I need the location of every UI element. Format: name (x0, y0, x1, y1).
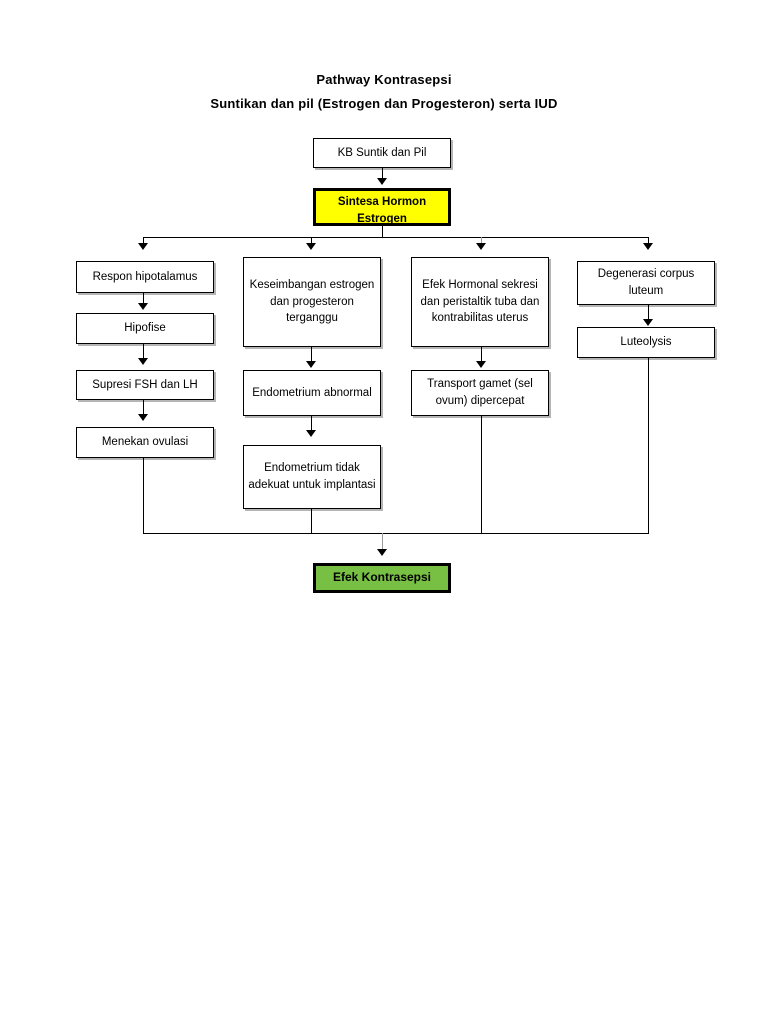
node-efek-hormonal-sekresi[interactable]: Efek Hormonal sekresi dan peristaltik tu… (411, 257, 549, 347)
merge-bar (143, 533, 649, 534)
connector-hipofise-to-supresi (143, 344, 144, 362)
connector-merge-to-outcome (382, 533, 383, 552)
page-title: Pathway Kontrasepsi (316, 72, 452, 87)
arrowhead-distribution-col2 (306, 243, 316, 250)
node-hipofise[interactable]: Hipofise (76, 313, 214, 344)
connector-efek-hormonal-to-transport-gamet (481, 347, 482, 365)
node-endometrium-tidak-adekuat[interactable]: Endometrium tidak adekuat untuk implanta… (243, 445, 381, 509)
node-keseimbangan-hormon-terganggu[interactable]: Keseimbangan estrogen dan progesteron te… (243, 257, 381, 347)
node-efek-kontrasepsi[interactable]: Efek Kontrasepsi (313, 563, 451, 593)
connector-keseimbangan-to-endometrium-abnormal (311, 347, 312, 365)
arrowhead-supresi-to-menekan (138, 414, 148, 421)
node-sintesa-hormon-line-2: Estrogen (357, 212, 407, 225)
connector-col4-to-merge (648, 358, 649, 534)
node-menekan-ovulasi[interactable]: Menekan ovulasi (76, 427, 214, 458)
arrowhead-distribution-col4 (643, 243, 653, 250)
connector-degenerasi-to-luteolysis (648, 305, 649, 323)
connector-supresi-to-menekan (143, 400, 144, 420)
arrowhead-hipofise-to-supresi (138, 358, 148, 365)
connector-root-to-hormone (382, 168, 383, 180)
arrowhead-keseimbangan-to-endometrium-abnormal (306, 361, 316, 368)
node-sintesa-hormon-estrogen[interactable]: Sintesa Hormon Estrogen (313, 188, 451, 226)
arrowhead-root-to-hormone (377, 178, 387, 185)
arrowhead-merge-to-outcome (377, 549, 387, 556)
connector-hormone-to-distribution (382, 226, 383, 237)
node-endometrium-abnormal[interactable]: Endometrium abnormal (243, 370, 381, 416)
node-kb-suntik-dan-pil[interactable]: KB Suntik dan Pil (313, 138, 451, 168)
connector-col2-to-merge (311, 509, 312, 534)
arrowhead-degenerasi-to-luteolysis (643, 319, 653, 326)
arrowhead-endometrium-abnormal-to-tidak-adekuat (306, 430, 316, 437)
arrowhead-distribution-col1 (138, 243, 148, 250)
node-degenerasi-corpus-luteum[interactable]: Degenerasi corpus luteum (577, 261, 715, 305)
connector-col1-to-merge (143, 458, 144, 534)
page-subtitle: Suntikan dan pil (Estrogen dan Progester… (210, 96, 558, 111)
connector-distribution-col4 (648, 237, 649, 245)
node-sintesa-hormon-line-1: Sintesa Hormon (337, 196, 427, 208)
node-respon-hipotalamus[interactable]: Respon hipotalamus (76, 261, 214, 293)
arrowhead-respon-to-hipofise (138, 303, 148, 310)
node-luteolysis[interactable]: Luteolysis (577, 327, 715, 358)
connector-distribution-col1 (143, 237, 144, 245)
connector-distribution-col3 (481, 237, 482, 245)
connector-distribution-col2 (311, 237, 312, 245)
connector-endometrium-abnormal-to-tidak-adekuat (311, 416, 312, 434)
connector-col3-to-merge (481, 416, 482, 534)
node-supresi-fsh-dan-lh[interactable]: Supresi FSH dan LH (76, 370, 214, 400)
arrowhead-distribution-col3 (476, 243, 486, 250)
connector-respon-to-hipofise (143, 293, 144, 305)
node-transport-gamet-dipercepat[interactable]: Transport gamet (sel ovum) dipercepat (411, 370, 549, 416)
distribution-bar (143, 237, 649, 238)
arrowhead-efek-hormonal-to-transport-gamet (476, 361, 486, 368)
